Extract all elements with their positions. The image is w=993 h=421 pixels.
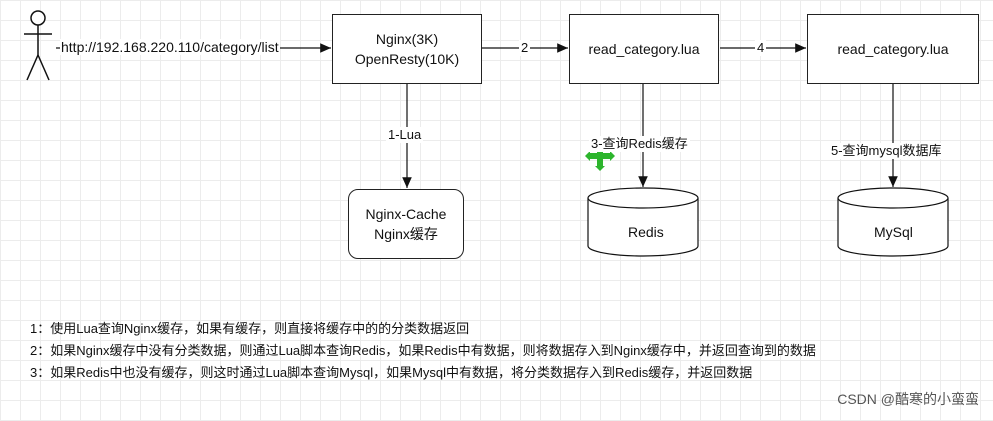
lua-b-label: read_category.lua xyxy=(837,41,949,57)
lua-a-label: read_category.lua xyxy=(588,41,700,57)
move-cursor-icon xyxy=(585,141,615,171)
edge-3-label: 3-查询Redis缓存 xyxy=(589,136,690,152)
user-actor-icon xyxy=(24,10,52,81)
nginx-cache-node: Nginx-Cache Nginx缓存 xyxy=(348,189,464,259)
note-3: 3：如果Redis中也没有缓存，则这时通过Lua脚本查询Mysql，如果Mysq… xyxy=(30,365,753,380)
edge-1-label: 1-Lua xyxy=(386,127,424,143)
nginx-node-line-2: OpenResty(10K) xyxy=(354,51,460,67)
nginx-openresty-node: Nginx(3K) OpenResty(10K) xyxy=(332,14,482,84)
read-category-lua-node-b: read_category.lua xyxy=(807,14,979,84)
edge-2-label: 2 xyxy=(519,40,531,56)
read-category-lua-node-a: read_category.lua xyxy=(569,14,719,84)
note-1: 1：使用Lua查询Nginx缓存，如果有缓存，则直接将缓存中的的分类数据返回 xyxy=(30,321,470,336)
cache-node-line-2: Nginx缓存 xyxy=(374,226,438,242)
notes-section: 1：使用Lua查询Nginx缓存，如果有缓存，则直接将缓存中的的分类数据返回 2… xyxy=(30,318,816,384)
request-url-label: http://192.168.220.110/category/list xyxy=(60,39,280,55)
note-2: 2：如果Nginx缓存中没有分类数据，则通过Lua脚本查询Redis，如果Red… xyxy=(30,343,816,358)
redis-label: Redis xyxy=(626,224,666,240)
nginx-node-line-1: Nginx(3K) xyxy=(375,31,439,47)
mysql-label: MySql xyxy=(872,224,915,240)
edge-5-label: 5-查询mysql数据库 xyxy=(829,143,944,159)
mysql-cylinder xyxy=(837,187,949,257)
cache-node-line-1: Nginx-Cache xyxy=(365,206,447,222)
csdn-watermark: CSDN @酷寒的小蛮蛮 xyxy=(837,391,979,407)
edge-4-label: 4 xyxy=(755,40,767,56)
redis-cylinder xyxy=(587,187,699,257)
